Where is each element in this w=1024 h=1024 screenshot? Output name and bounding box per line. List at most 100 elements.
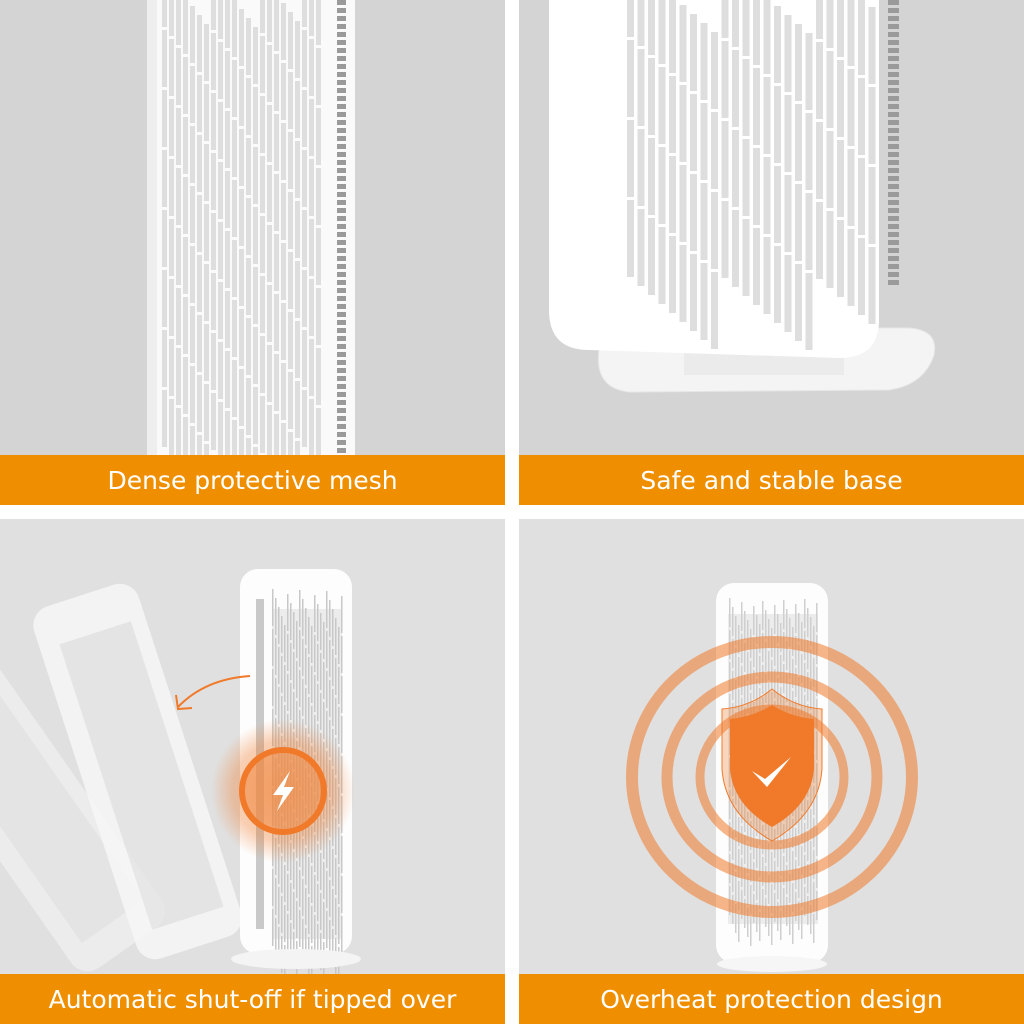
mesh-slat [721,0,729,38]
mesh-slat [308,657,310,694]
mesh-slat [804,695,806,724]
mesh-slat [777,870,779,899]
mesh-slat [669,76,676,153]
mesh-slat [747,620,749,649]
mesh-slat [679,85,687,162]
mesh-slat [305,888,307,925]
mesh-slat [807,640,809,669]
mesh-slat [738,689,740,718]
mesh-slat [293,652,295,689]
mesh-slat [190,186,195,243]
mesh-slat [335,898,337,935]
mesh-slat [741,602,743,631]
mesh-slat [801,686,803,715]
mesh-slat [162,150,167,207]
mesh-slat [837,220,844,297]
mesh-slat [658,227,666,304]
mesh-slat [296,861,298,898]
mesh-slat [756,807,758,836]
mesh-slat [721,201,729,278]
mesh-slat [295,201,300,258]
side-vent [888,256,899,261]
mesh-slat [311,906,313,943]
side-vent [337,56,346,61]
mesh-slat [792,851,794,880]
mesh-slat [274,114,279,171]
side-vent [337,112,346,117]
mesh-slat [792,819,794,848]
mesh-slat [753,228,760,305]
mesh-slat [176,348,181,405]
mesh-slat [784,255,792,332]
mesh-slat [326,711,328,748]
mesh-slat [741,794,743,823]
mesh-slat [753,638,755,667]
mesh-slat [868,7,876,84]
heater-base-illustration [549,0,936,393]
mesh-slat [272,909,274,946]
mesh-slat [801,654,803,683]
side-vent [337,8,346,13]
mesh-slat [232,420,237,455]
mesh-slat [218,222,223,279]
side-vent [888,88,899,93]
mesh-slat [810,649,812,678]
mesh-slat [816,859,818,888]
mesh-slat [816,795,818,824]
mesh-slat [211,0,216,30]
mesh-slat [296,661,298,698]
mesh-slat [232,360,237,417]
mesh-slat [281,303,286,360]
side-vent [337,264,346,269]
mesh-slat [807,832,809,861]
mesh-slat [302,679,304,716]
mesh-slat [183,297,188,354]
mesh-slat [744,803,746,832]
mesh-slat [771,852,773,881]
mesh-slat [225,111,230,168]
mesh-slat [341,596,343,633]
mesh-slat [774,166,781,243]
mesh-slat [260,396,265,453]
mesh-slat [792,883,794,912]
mesh-slat [341,676,343,713]
mesh-slat [648,0,655,55]
mesh-slat [744,643,746,672]
mesh-slat [293,612,295,649]
side-vent [888,80,899,85]
mesh-slat [759,848,761,877]
mesh-slat [232,300,237,357]
mesh-slat [288,72,293,129]
mesh-slat [211,153,216,210]
mesh-slat [679,245,687,322]
side-vent [337,360,346,365]
side-vent [888,144,899,149]
mesh-slat [169,399,174,455]
mesh-slat [296,701,298,738]
mesh-slat [732,863,734,892]
mesh-slat [183,417,188,455]
mesh-slat [789,842,791,871]
mesh-slat [293,852,295,889]
side-vent [337,232,346,237]
mesh-slat [309,39,314,96]
mesh-slat [169,159,174,216]
mesh-slat [738,657,740,686]
mesh-slat [260,36,265,93]
mesh-slat [784,15,792,92]
mesh-slat [274,54,279,111]
mesh-slat [810,905,812,934]
mesh-slat [190,246,195,303]
mesh-slat [777,838,779,867]
mesh-slat [810,873,812,902]
mesh-slat [768,651,770,680]
mesh-slat [295,441,300,455]
mesh-slat [246,438,251,455]
mesh-slat [197,375,202,432]
mesh-slat [305,648,307,685]
mesh-slat [837,60,844,137]
mesh-slat [162,270,167,327]
mesh-slat [738,785,740,814]
mesh-slat [768,843,770,872]
mesh-slat [756,839,758,868]
